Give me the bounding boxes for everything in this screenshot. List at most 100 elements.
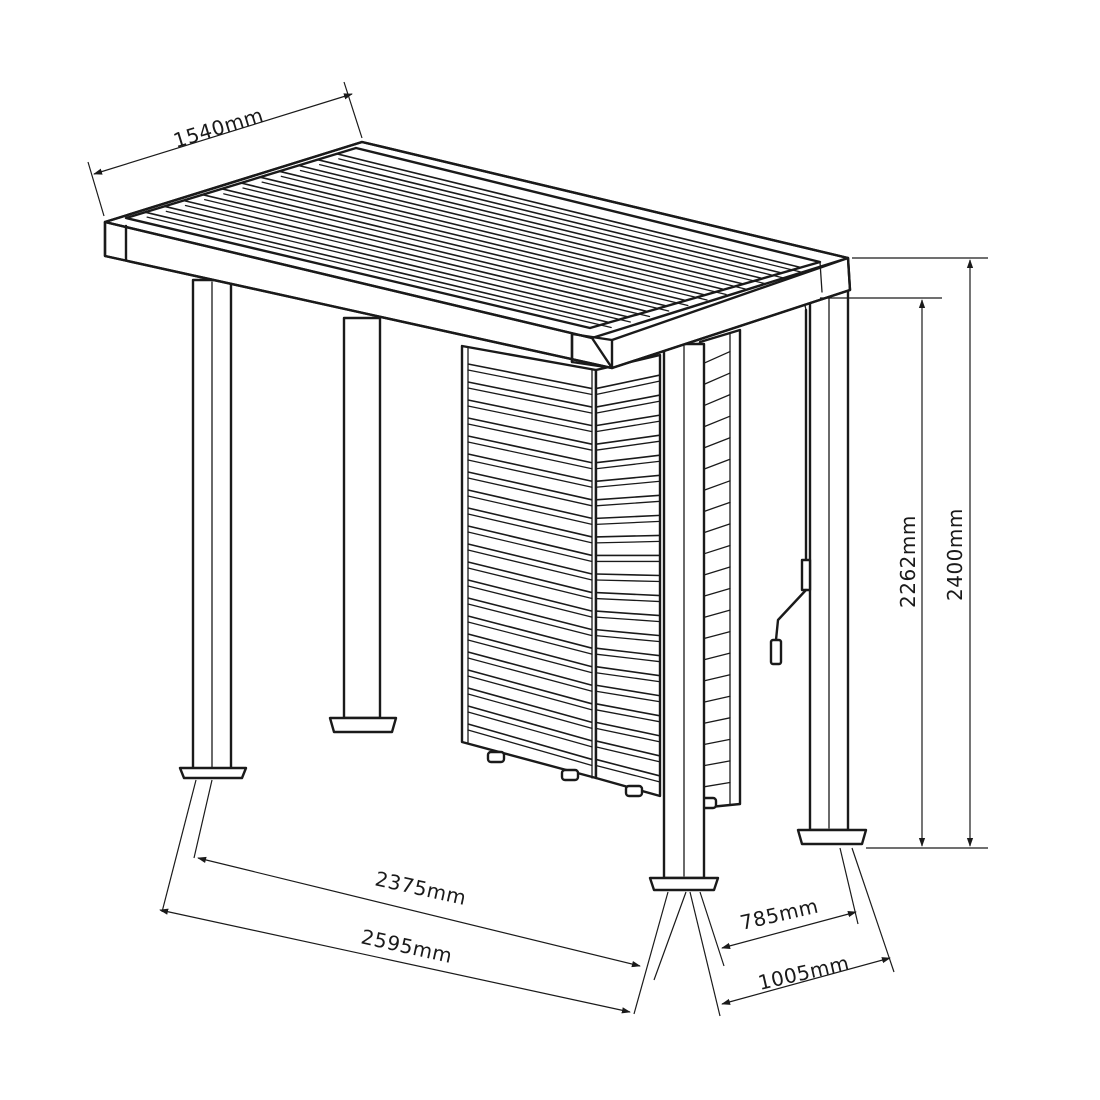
slat-line xyxy=(595,610,661,617)
slat-line xyxy=(338,158,804,274)
slat-line xyxy=(595,740,661,757)
slat-line xyxy=(319,164,785,279)
slat-line xyxy=(703,630,731,640)
slat-line xyxy=(467,669,593,705)
slat-line xyxy=(703,480,731,491)
slat-line xyxy=(595,684,661,697)
slat-line xyxy=(595,400,661,414)
slat-line xyxy=(299,169,766,285)
slat-line xyxy=(703,781,731,788)
slat-line xyxy=(467,639,593,674)
slat-line xyxy=(240,182,706,296)
slat-line xyxy=(298,164,763,280)
slat-line xyxy=(595,579,661,583)
slat-line xyxy=(595,703,661,717)
slat-line xyxy=(595,534,661,538)
slat-line xyxy=(467,693,593,730)
slat-line xyxy=(703,458,731,470)
slat-line xyxy=(595,616,661,623)
slat-line xyxy=(467,495,593,526)
slat-line xyxy=(595,591,661,597)
slat-line xyxy=(467,423,593,451)
slat-line xyxy=(595,647,661,657)
slat-line xyxy=(467,405,593,433)
slat-line xyxy=(595,721,661,737)
slat-line xyxy=(467,435,593,464)
slat-line xyxy=(595,628,661,637)
slat-line xyxy=(336,153,802,269)
slat-line xyxy=(595,634,661,643)
slat-line xyxy=(467,675,593,711)
dimension-width: 785mm 1005mm xyxy=(689,847,895,1017)
width-outer-label: 1005mm xyxy=(756,951,852,995)
back-right-post xyxy=(796,288,868,846)
slat-line xyxy=(467,657,593,692)
slat-line xyxy=(467,471,593,501)
slat-line xyxy=(595,460,661,470)
slat-line xyxy=(595,573,661,577)
slat-line xyxy=(467,381,593,408)
slat-line xyxy=(164,205,629,318)
front-right-post xyxy=(648,342,720,892)
slat-line xyxy=(703,566,731,576)
slat-line xyxy=(259,176,725,291)
front-left-post xyxy=(178,278,248,780)
slat-line xyxy=(703,717,731,724)
slat-line xyxy=(279,170,744,285)
panel-slats-right xyxy=(595,374,661,783)
slat-line xyxy=(595,758,661,777)
slat-line xyxy=(317,158,782,274)
slat-line xyxy=(595,480,661,488)
slat-line xyxy=(595,514,661,520)
total-height-label: 2400mm xyxy=(943,508,967,601)
slat-line xyxy=(595,434,661,445)
slat-line xyxy=(204,199,670,312)
slat-line xyxy=(595,454,661,464)
dimension-height: 2262mm 2400mm xyxy=(820,257,988,849)
slat-line xyxy=(467,687,593,724)
slat-line xyxy=(595,494,661,501)
slat-line xyxy=(703,415,731,428)
slat-line xyxy=(703,523,731,534)
slat-line xyxy=(703,674,731,682)
slat-line xyxy=(595,746,661,763)
slat-line xyxy=(467,549,593,581)
slat-line xyxy=(595,665,661,677)
slat-line xyxy=(467,603,593,637)
slat-line xyxy=(467,723,593,761)
slat-line xyxy=(467,477,593,507)
width-inner-label: 785mm xyxy=(738,894,821,935)
slat-line xyxy=(467,705,593,742)
slat-line xyxy=(221,188,687,302)
panel-slats-left xyxy=(467,363,593,767)
slat-line xyxy=(467,459,593,488)
slat-line xyxy=(280,175,746,290)
slat-line xyxy=(467,633,593,668)
slat-line xyxy=(467,579,593,612)
slat-line xyxy=(467,597,593,631)
slat-line xyxy=(595,414,661,427)
slat-line xyxy=(467,531,593,563)
slat-line xyxy=(467,621,593,655)
slat-line xyxy=(595,690,661,703)
slat-line xyxy=(703,695,731,703)
slat-line xyxy=(703,609,731,619)
slat-line xyxy=(467,399,593,427)
slat-line xyxy=(467,441,593,470)
length-inner-label: 2375mm xyxy=(373,866,469,910)
slat-line xyxy=(467,363,593,390)
slat-line xyxy=(261,181,727,296)
clear-height-label: 2262mm xyxy=(896,515,920,608)
panel-slats-far xyxy=(703,350,731,788)
slat-line xyxy=(595,764,661,783)
slat-line xyxy=(467,561,593,594)
slat-line xyxy=(595,374,661,390)
slat-line xyxy=(595,597,661,603)
slat-line xyxy=(467,567,593,600)
slat-line xyxy=(595,709,661,723)
slat-line xyxy=(242,187,708,301)
slat-line xyxy=(467,525,593,557)
slat-line xyxy=(595,394,661,408)
slat-line xyxy=(703,652,731,661)
